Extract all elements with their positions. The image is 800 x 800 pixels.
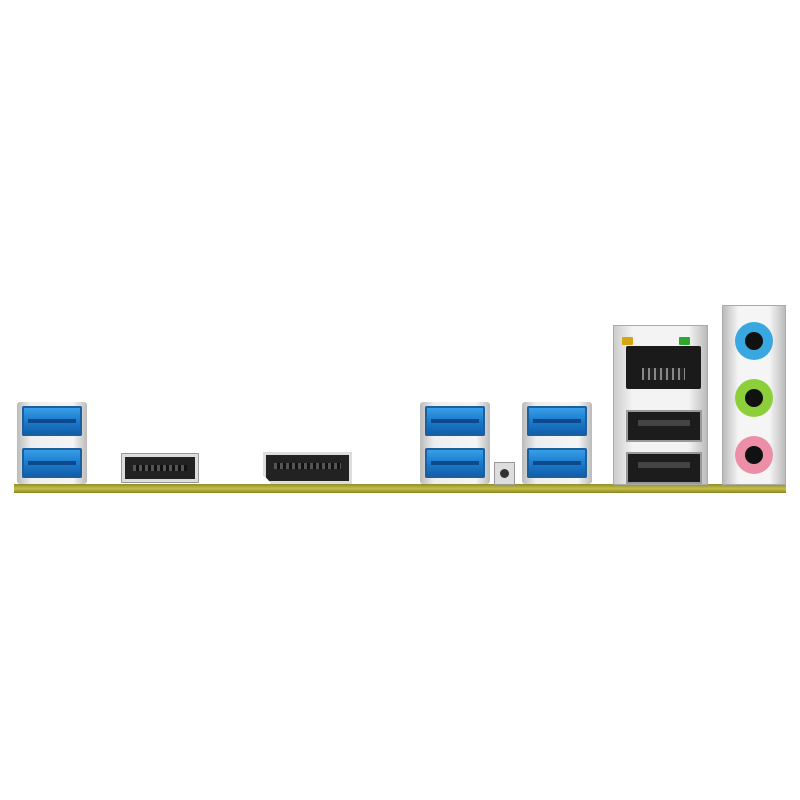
- usb3-port[interactable]: [22, 448, 82, 478]
- ethernet-port[interactable]: [626, 346, 701, 389]
- usb3-stack-2[interactable]: [420, 402, 490, 484]
- usb3-stack-1[interactable]: [17, 402, 87, 484]
- usb3-port[interactable]: [425, 448, 485, 478]
- lan-usb-module: [613, 325, 708, 485]
- line-out-jack[interactable]: [735, 379, 773, 417]
- usb2-port[interactable]: [626, 410, 702, 442]
- mic-jack[interactable]: [735, 436, 773, 474]
- usb3-port[interactable]: [425, 406, 485, 436]
- bios-flashback-button[interactable]: [494, 462, 515, 485]
- activity-led-icon: [622, 337, 633, 345]
- link-led-icon: [679, 337, 690, 345]
- audio-jack-panel: [722, 305, 786, 485]
- displayport-port[interactable]: [263, 452, 352, 484]
- usb3-port[interactable]: [22, 406, 82, 436]
- usb3-port[interactable]: [527, 448, 587, 478]
- line-in-jack[interactable]: [735, 322, 773, 360]
- usb3-stack-3[interactable]: [522, 402, 592, 484]
- pcb-edge: [14, 484, 786, 493]
- hdmi-port[interactable]: [122, 454, 198, 482]
- usb2-port[interactable]: [626, 452, 702, 484]
- usb3-port[interactable]: [527, 406, 587, 436]
